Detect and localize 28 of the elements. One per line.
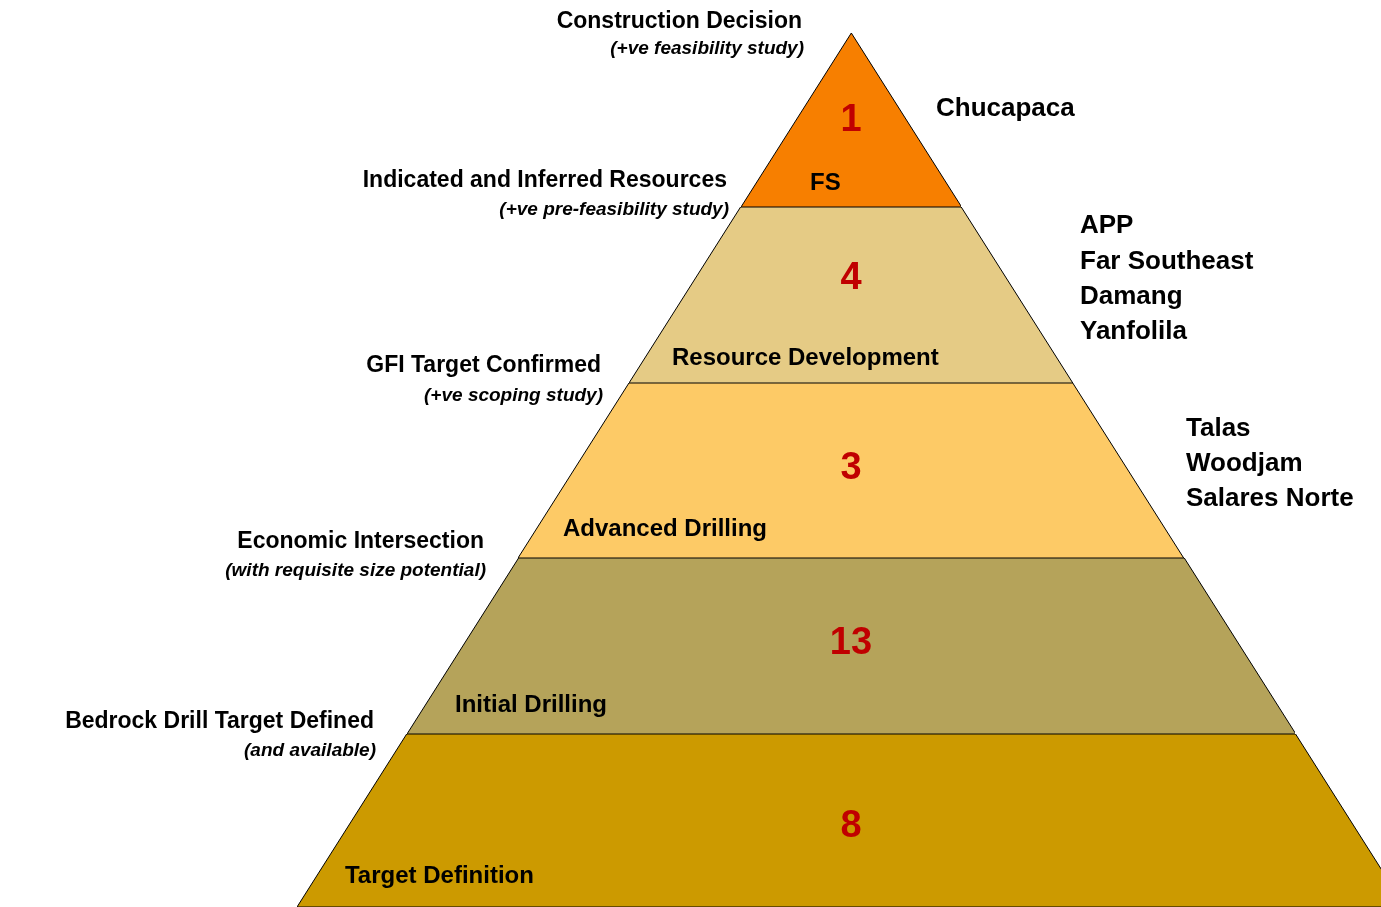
count-number: 13 — [829, 622, 873, 660]
milestone-note: (+ve pre-feasibility study) — [499, 198, 729, 218]
count-number: 1 — [840, 99, 862, 137]
project-name: Damang — [1080, 282, 1183, 308]
project-name: APP — [1080, 211, 1134, 237]
project-name: Yanfolila — [1080, 317, 1187, 343]
stage-name: FS — [810, 170, 841, 194]
project-name: Salares Norte — [1186, 484, 1354, 510]
milestone-note: (+ve feasibility study) — [610, 37, 804, 57]
milestone-label: Bedrock Drill Target Defined — [65, 708, 374, 732]
milestone-label: Indicated and Inferred Resources — [362, 167, 727, 191]
count-number: 4 — [840, 257, 862, 295]
milestone-label: GFI Target Confirmed — [366, 352, 601, 376]
project-name: Chucapaca — [936, 94, 1075, 120]
milestone-note: (+ve scoping study) — [424, 384, 603, 404]
milestone-label: Construction Decision — [556, 8, 802, 32]
milestone-note: (and available) — [244, 739, 376, 759]
project-name: Far Southeast — [1080, 247, 1254, 273]
stage-name: Resource Development — [672, 345, 939, 369]
count-number: 3 — [840, 447, 862, 485]
milestone-label: Economic Intersection — [237, 528, 484, 552]
milestone-note: (with requisite size potential) — [225, 559, 486, 579]
stage-name: Advanced Drilling — [563, 516, 768, 540]
stage-name: Initial Drilling — [455, 692, 607, 716]
project-name: Woodjam — [1186, 449, 1303, 475]
stage-name: Target Definition — [345, 863, 534, 887]
project-name: Talas — [1186, 414, 1251, 440]
count-number: 8 — [840, 805, 862, 843]
